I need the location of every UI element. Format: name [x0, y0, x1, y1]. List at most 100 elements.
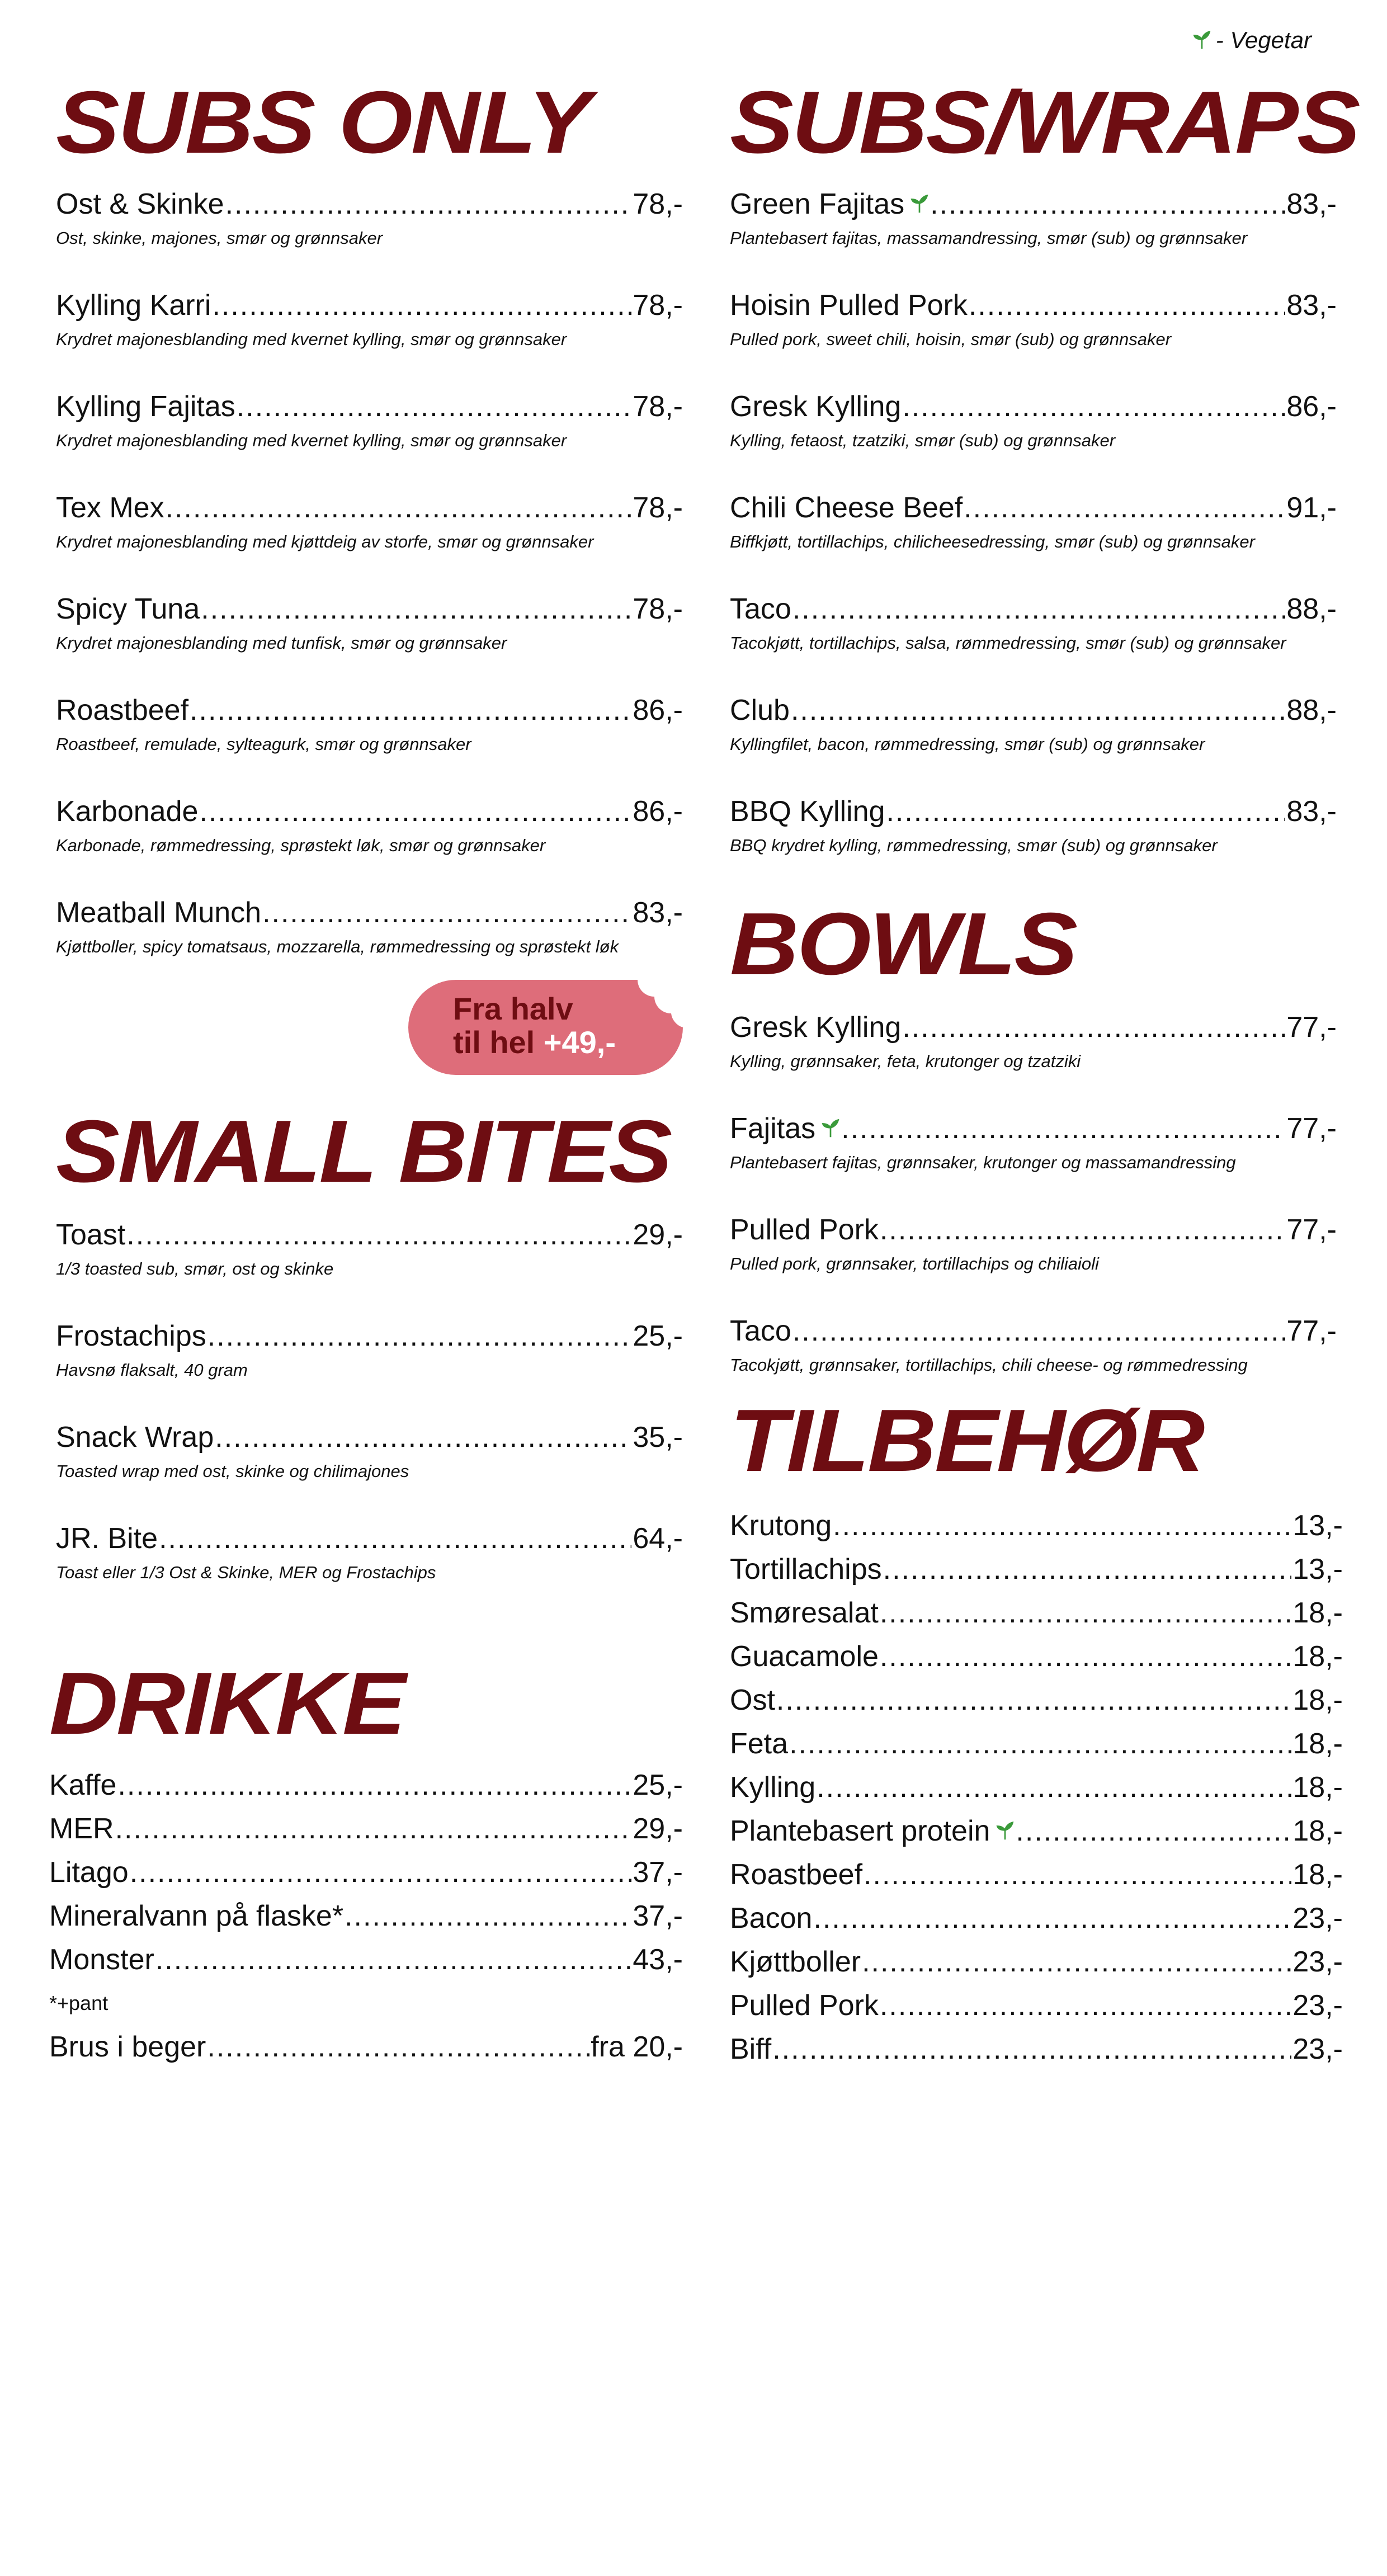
item-price: 29,-: [633, 1813, 683, 1845]
leader-dots: [789, 1722, 1291, 1766]
deposit-note: *+pant: [49, 1992, 108, 2014]
leader-dots: [776, 1678, 1291, 1722]
item-description: Plantebasert fajitas, massamandressing, …: [730, 228, 1248, 248]
menu-item-row: Kaffe25,-: [49, 1763, 683, 1807]
menu-item-row: JR. Bite 64,-: [56, 1522, 683, 1555]
item-price: 23,-: [1292, 2033, 1343, 2065]
item-name: Club: [730, 694, 790, 726]
item-description: Toast eller 1/3 Ost & Skinke, MER og Fro…: [56, 1563, 436, 1582]
menu-item-row: Kylling Fajitas78,-: [56, 390, 683, 423]
menu-item: Taco88,-Tacokjøtt, tortillachips, salsa,…: [730, 592, 1337, 693]
sprout-icon: [910, 195, 928, 213]
item-price: 18,-: [1292, 1597, 1343, 1629]
badge-text: Fra halv til hel +49,-: [453, 992, 616, 1059]
item-price: 18,-: [1292, 1640, 1343, 1673]
leader-dots: [166, 491, 632, 525]
item-description: Pulled pork, grønnsaker, tortillachips o…: [730, 1254, 1099, 1273]
badge-line-1: Fra halv: [453, 991, 573, 1026]
subs-wraps-list: Green Fajitas 83,- Plantebasert fajitas, m…: [730, 187, 1337, 896]
item-description: Kylling, fetaost, tzatziki, smør (sub) o…: [730, 431, 1116, 450]
menu-item-row: Frostachips25,-: [56, 1319, 683, 1353]
item-name: Karbonade: [56, 795, 199, 828]
item-name: Spicy Tuna: [56, 593, 200, 625]
menu-item-row: Karbonade86,-: [56, 795, 683, 828]
item-name: JR. Bite: [56, 1522, 158, 1555]
menu-item-row: Tex Mex78,-: [56, 491, 683, 525]
drikke-heading: DRIKKE: [49, 1654, 406, 1753]
menu-item: Spicy Tuna78,-Krydret majonesblanding me…: [56, 592, 683, 693]
leader-dots: [212, 289, 631, 322]
item-price: 83,-: [1286, 795, 1337, 828]
menu-item-row: Fajitas 77,-: [730, 1112, 1337, 1145]
item-name: Kaffe: [49, 1769, 117, 1801]
menu-item: Gresk Kylling86,-Kylling, fetaost, tzatz…: [730, 390, 1337, 491]
menu-item-row: Kylling18,-: [730, 1766, 1343, 1809]
leader-dots: [969, 289, 1286, 322]
menu-item: Frostachips25,-Havsnø flaksalt, 40 gram: [56, 1319, 683, 1421]
item-price: 29,-: [633, 1219, 683, 1251]
menu-item-row: Biff23,-: [730, 2027, 1343, 2071]
menu-item: JR. Bite 64,- Toast eller 1/3 Ost & Skinke…: [56, 1522, 683, 1623]
item-name: Pulled Pork: [730, 1989, 879, 2022]
leader-dots: [880, 1635, 1291, 1678]
vegetarian-legend: - Vegetar: [1187, 27, 1311, 54]
item-name: BBQ Kylling: [730, 795, 885, 828]
menu-item: Gresk Kylling77,-Kylling, grønnsaker, fe…: [730, 1011, 1337, 1112]
item-name: Kylling Karri: [56, 289, 211, 322]
item-name: Tortillachips: [730, 1553, 882, 1586]
item-description: Toasted wrap med ost, skinke og chilimaj…: [56, 1461, 409, 1481]
menu-item-row: Brus i begerfra 20,-: [49, 2025, 683, 2069]
menu-item-row: Roastbeef18,-: [730, 1853, 1343, 1896]
item-price: 78,-: [633, 492, 683, 524]
item-price: 86,-: [633, 694, 683, 726]
menu-item-row: Snack Wrap35,-: [56, 1421, 683, 1454]
item-name: Toast: [56, 1219, 126, 1251]
item-price: 37,-: [633, 1856, 683, 1889]
item-price: 18,-: [1292, 1771, 1343, 1804]
drikke-list: Kaffe25,-MER29,-Litago37,-Mineralvann på…: [49, 1763, 683, 2069]
item-price: 77,-: [1286, 1214, 1337, 1246]
item-price: 43,-: [633, 1943, 683, 1976]
item-description: Tacokjøtt, grønnsaker, tortillachips, ch…: [730, 1355, 1248, 1375]
item-price: 78,-: [633, 390, 683, 423]
badge-shape: [408, 980, 683, 1075]
menu-item-row: Krutong13,-: [730, 1504, 1343, 1548]
item-name: Krutong: [730, 1509, 832, 1542]
menu-item: Hoisin Pulled Pork83,-Pulled pork, sweet…: [730, 289, 1337, 390]
menu-item: Roastbeef86,-Roastbeef, remulade, syltea…: [56, 693, 683, 795]
item-price: 18,-: [1292, 1684, 1343, 1716]
menu-item-row: Pulled Pork23,-: [730, 1984, 1343, 2027]
item-name: Ost & Skinke: [56, 188, 224, 220]
tilbehor-list: Krutong13,-Tortillachips13,-Smøresalat18…: [730, 1504, 1343, 2071]
item-description: BBQ krydret kylling, rømmedressing, smør…: [730, 836, 1218, 855]
item-name: MER: [49, 1813, 114, 1845]
leader-dots: [262, 896, 631, 930]
item-price: 83,-: [1286, 188, 1337, 220]
leader-dots: [199, 795, 631, 828]
item-price: 13,-: [1292, 1553, 1343, 1586]
leader-dots: [902, 1011, 1285, 1044]
leader-dots: [215, 1421, 631, 1454]
item-description: Krydret majonesblanding med kvernet kyll…: [56, 329, 567, 349]
item-price: 64,-: [633, 1522, 683, 1555]
item-price: 18,-: [1292, 1815, 1343, 1847]
leader-dots: [817, 1766, 1291, 1809]
menu-item: Fajitas77,-Plantebasert fajitas, grønnsa…: [730, 1112, 1337, 1213]
menu-item: Kylling Karri78,-Krydret majonesblanding…: [56, 289, 683, 390]
item-name: Gresk Kylling: [730, 390, 902, 423]
menu-item-row: Bacon23,-: [730, 1896, 1343, 1940]
item-price: 77,-: [1286, 1112, 1337, 1145]
item-name: Snack Wrap: [56, 1421, 214, 1454]
menu-item-row: Monster43,-: [49, 1938, 683, 1981]
item-price: 23,-: [1292, 1902, 1343, 1935]
item-name: Brus i beger: [49, 2031, 206, 2063]
item-price: 88,-: [1286, 694, 1337, 726]
menu-item: Toast29,-1/3 toasted sub, smør, ost og s…: [56, 1218, 683, 1319]
leader-dots: [862, 1940, 1291, 1984]
menu-item-row: Plantebasert protein18,-: [730, 1809, 1343, 1853]
menu-item: Taco77,-Tacokjøtt, grønnsaker, tortillac…: [730, 1314, 1337, 1416]
leader-dots: [225, 187, 632, 221]
item-name: Fajitas: [730, 1112, 816, 1145]
leader-dots: [1016, 1809, 1291, 1853]
item-name: Green Fajitas: [730, 188, 905, 220]
